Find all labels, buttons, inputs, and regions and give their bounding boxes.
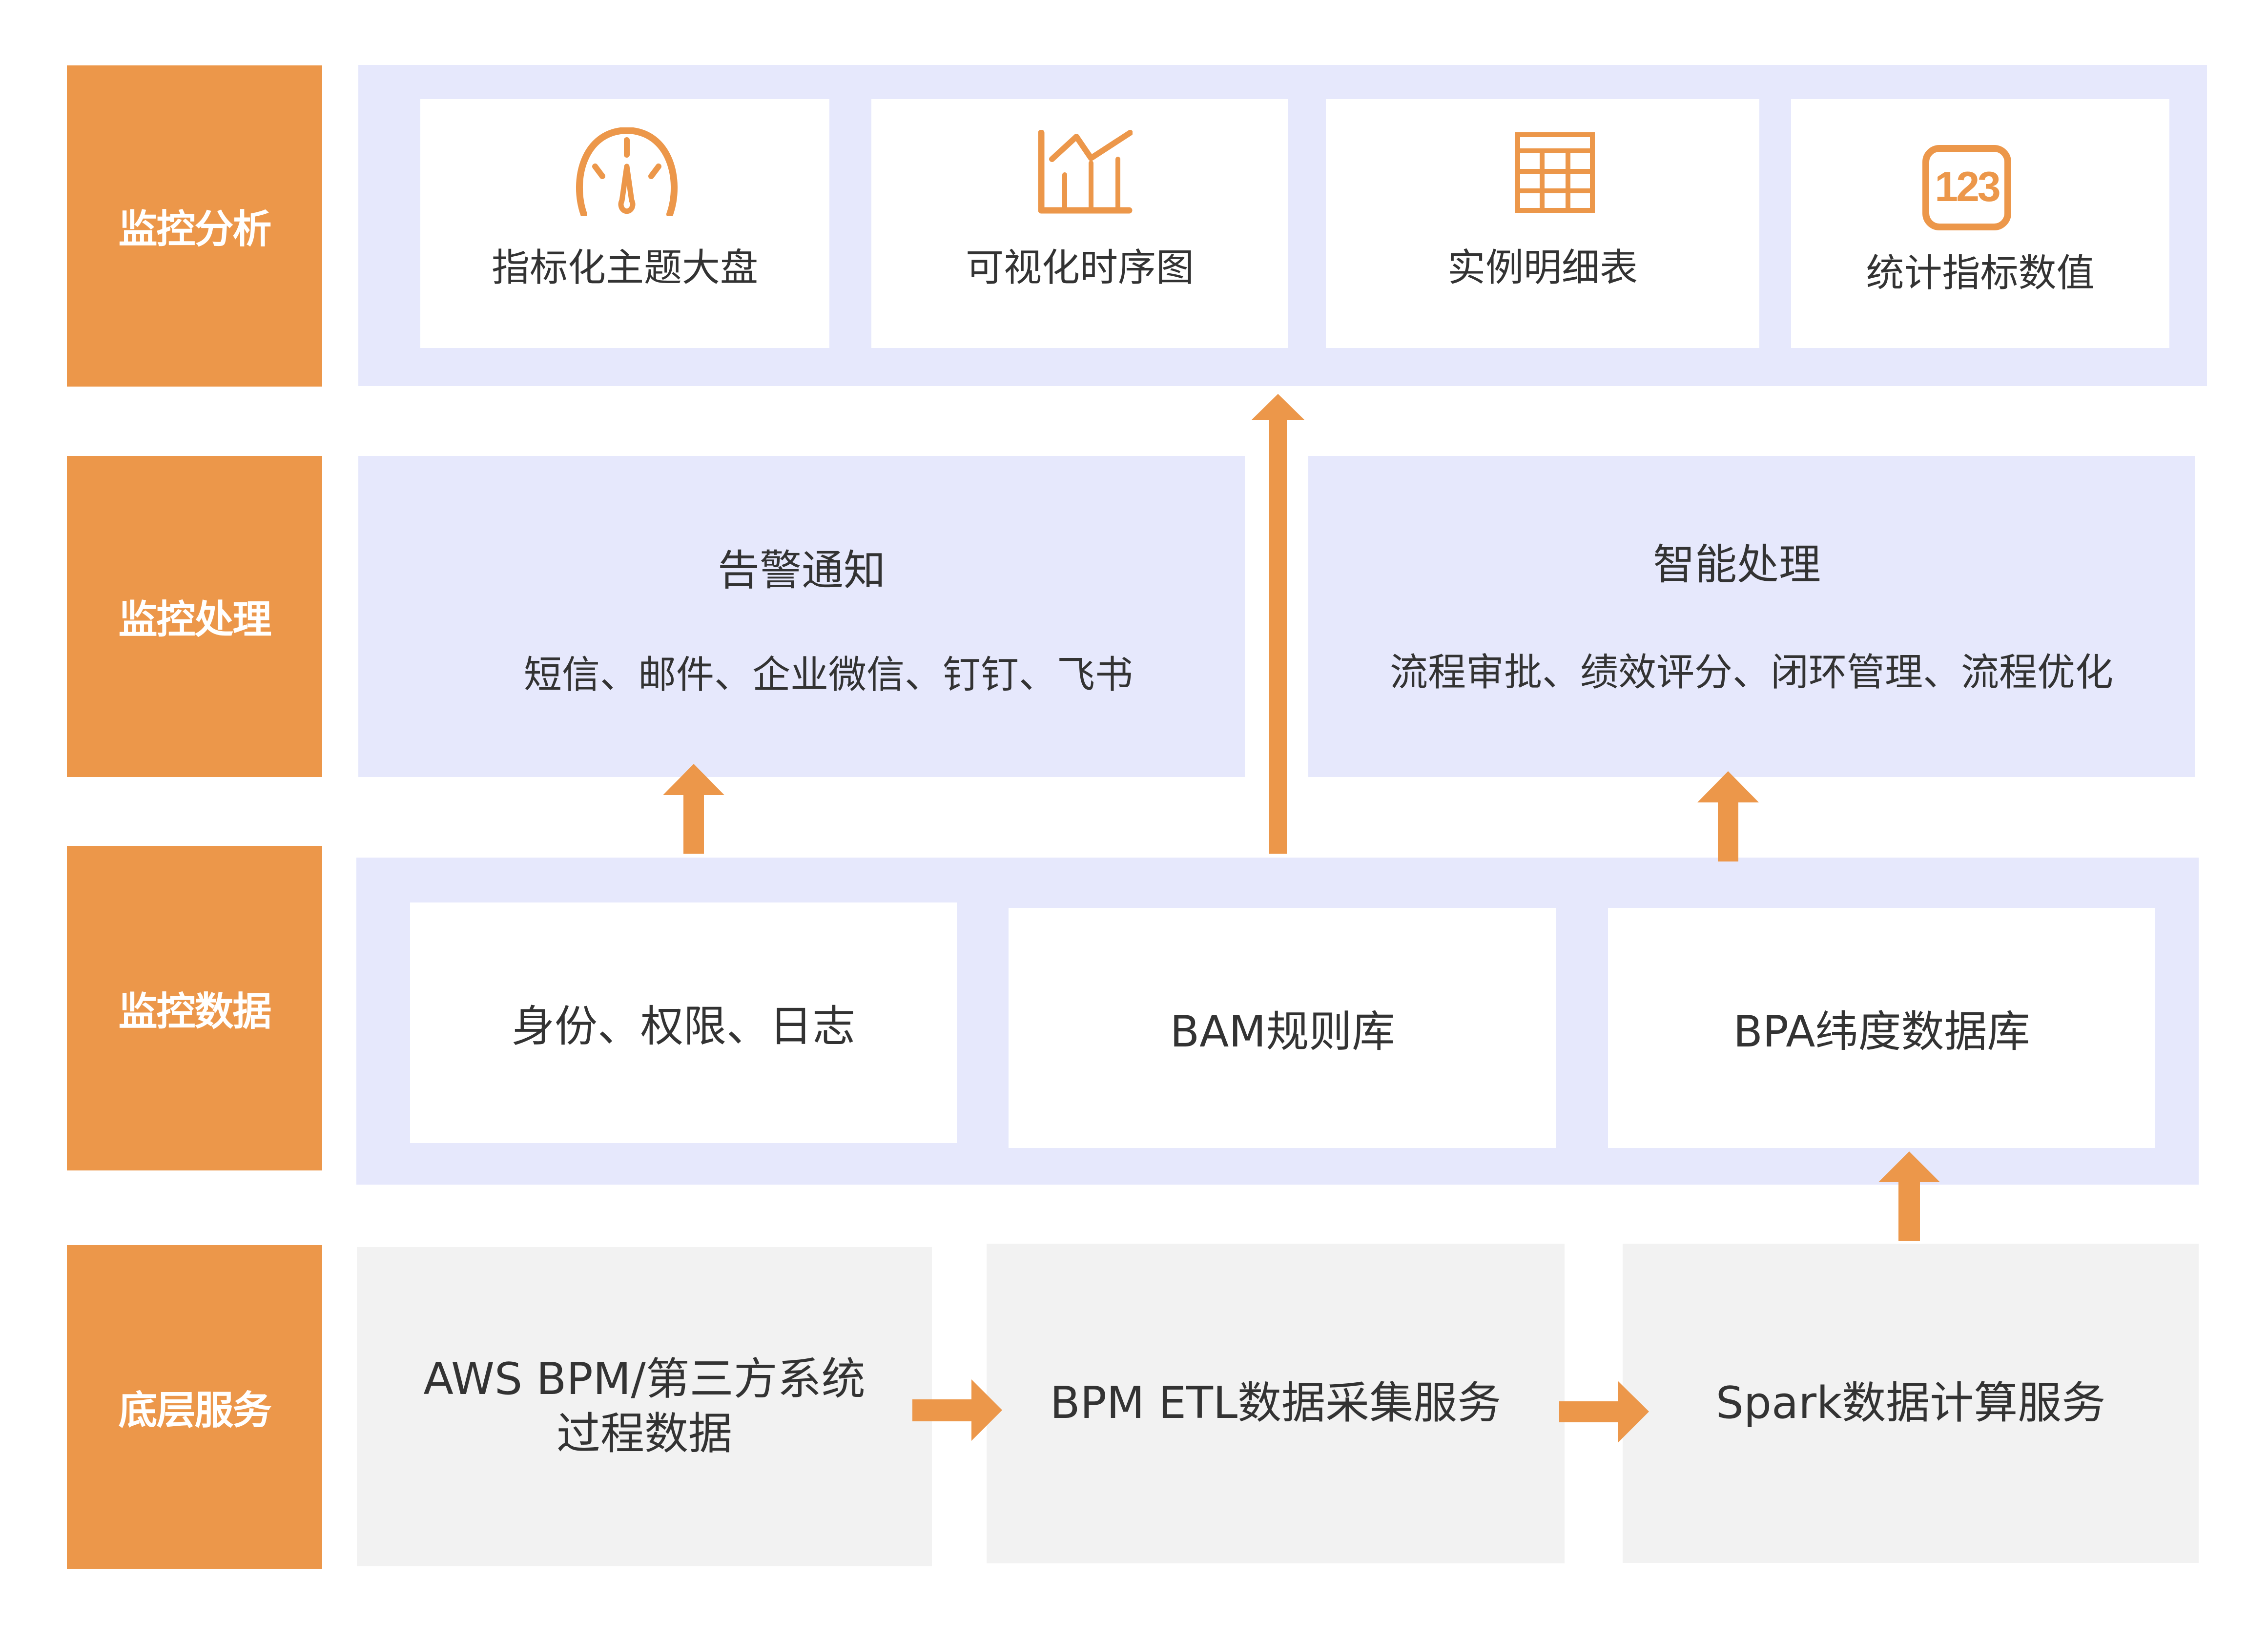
number-123-text: 123 [1935,164,2000,210]
service-card-source-data[interactable]: AWS BPM/第三方系统 过程数据 [357,1247,932,1566]
arrow-right-icon [1559,1381,1649,1442]
line-bar-chart-icon [1037,130,1133,215]
service-card-text: AWS BPM/第三方系统 过程数据 [423,1352,865,1462]
alert-notification-channels: 短信、邮件、企业微信、钉钉、飞书 [523,653,1133,697]
layer-label-text: 底层服务 [118,1387,272,1433]
gauge-icon [573,127,681,216]
layer-label-analysis: 监控分析 [67,65,322,387]
analysis-card-title: 统计指标数值 [1866,251,2095,295]
data-card-title: BAM规则库 [1170,1006,1395,1057]
data-card-title: BPA纬度数据库 [1733,1006,2030,1057]
service-card-line2: 过程数据 [557,1408,732,1459]
layer-label-data: 监控数据 [67,846,322,1170]
service-card-line1: BPM ETL数据采集服务 [1050,1377,1502,1429]
smart-processing-title: 智能处理 [1653,540,1821,589]
number-123-icon: 123 [1922,144,2012,231]
analysis-card-title: 指标化主题大盘 [491,246,758,290]
service-card-line1: AWS BPM/第三方系统 [423,1353,866,1405]
analysis-card-title: 可视化时序图 [965,246,1194,290]
data-card-bam-rules[interactable]: BAM规则库 [1009,908,1556,1148]
service-card-etl[interactable]: BPM ETL数据采集服务 [987,1244,1565,1563]
layer-label-processing: 监控处理 [67,456,322,777]
alert-notification-panel[interactable]: 告警通知 短信、邮件、企业微信、钉钉、飞书 [358,456,1245,777]
arrow-up-icon [663,764,724,854]
layer-label-text: 监控数据 [118,988,272,1034]
layer-label-text: 监控处理 [118,597,272,642]
alert-notification-title: 告警通知 [718,546,886,595]
layer-label-text: 监控分析 [118,206,272,252]
smart-processing-capabilities: 流程审批、绩效评分、闭环管理、流程优化 [1389,651,2113,695]
arrow-right-icon [912,1379,1002,1441]
data-card-title: 身份、权限、日志 [511,1001,855,1051]
analysis-card-dashboard[interactable]: 指标化主题大盘 [420,99,829,348]
data-card-identity-permission-log[interactable]: 身份、权限、日志 [410,902,957,1143]
service-card-spark[interactable]: Spark数据计算服务 [1623,1244,2199,1563]
service-card-line1: Spark数据计算服务 [1715,1377,2106,1429]
arrow-up-icon [1697,771,1759,861]
analysis-card-detail-table[interactable]: 实例明细表 [1326,99,1759,348]
analysis-card-title: 实例明细表 [1447,246,1638,290]
smart-processing-panel[interactable]: 智能处理 流程审批、绩效评分、闭环管理、流程优化 [1308,456,2195,777]
layer-label-base: 底层服务 [67,1245,322,1569]
data-card-bpa-dimension-db[interactable]: BPA纬度数据库 [1608,908,2155,1148]
arrow-up-icon [1252,394,1304,854]
table-icon [1515,132,1595,213]
analysis-card-timeseries[interactable]: 可视化时序图 [871,99,1288,348]
analysis-card-stat-values[interactable]: 123 统计指标数值 [1791,99,2169,348]
arrow-up-icon [1878,1151,1940,1241]
